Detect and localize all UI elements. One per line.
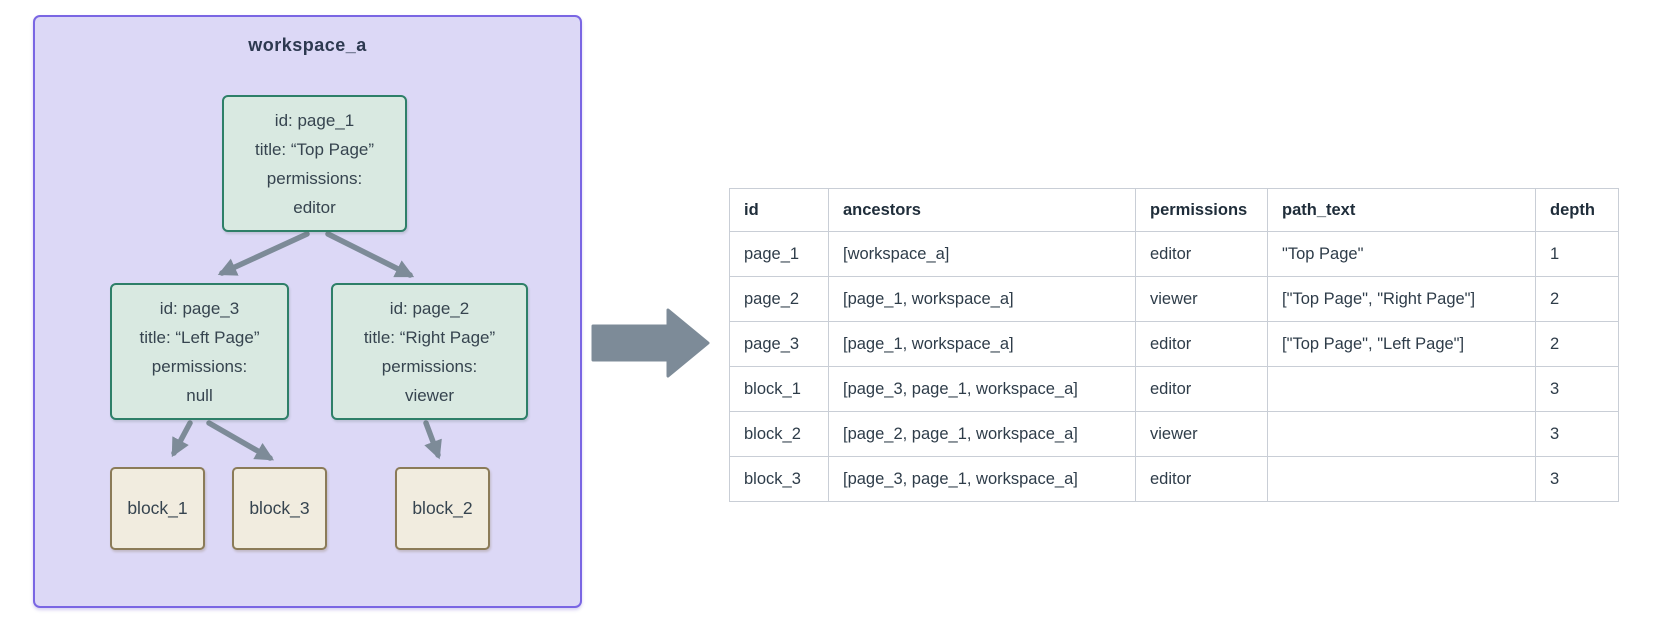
edge-page3-block3 (206, 420, 275, 461)
right-block-arrow-icon (591, 308, 710, 378)
node-block-1: block_1 (110, 467, 205, 550)
table-header-row: id ancestors permissions path_text depth (729, 188, 1619, 232)
node-line: id: page_2 (389, 298, 470, 318)
cell-permissions: editor (1135, 366, 1268, 412)
node-block-2: block_2 (395, 467, 490, 550)
cell-id: page_1 (729, 231, 829, 277)
workspace-title: workspace_a (248, 35, 367, 55)
node-label: block_2 (412, 498, 473, 518)
cell-path-text: "Top Page" (1267, 231, 1536, 277)
column-header-id: id (729, 188, 829, 232)
table-row: block_2 [page_2, page_1, workspace_a] vi… (729, 411, 1619, 457)
edge-page2-block2 (423, 420, 442, 460)
node-line: viewer (404, 385, 455, 405)
node-block-3: block_3 (232, 467, 327, 550)
cell-path-text: ["Top Page", "Left Page"] (1267, 321, 1536, 367)
edge-page1-page2 (325, 231, 415, 278)
cell-ancestors: [page_1, workspace_a] (828, 321, 1136, 367)
node-line: permissions: (381, 356, 478, 376)
cell-ancestors: [page_3, page_1, workspace_a] (828, 366, 1136, 412)
cell-ancestors: [page_1, workspace_a] (828, 276, 1136, 322)
node-page-2: id: page_2 title: “Right Page” permissio… (331, 283, 528, 420)
cell-depth: 3 (1535, 366, 1619, 412)
cell-path-text (1267, 456, 1536, 502)
cell-permissions: editor (1135, 231, 1268, 277)
node-line: title: “Top Page” (254, 139, 375, 159)
cell-id: block_2 (729, 411, 829, 457)
result-table: id ancestors permissions path_text depth… (729, 188, 1619, 502)
cell-path-text (1267, 366, 1536, 412)
cell-permissions: editor (1135, 321, 1268, 367)
cell-depth: 2 (1535, 321, 1619, 367)
node-line: title: “Left Page” (139, 327, 260, 347)
cell-id: block_3 (729, 456, 829, 502)
node-label: block_1 (127, 498, 188, 518)
node-line: null (186, 385, 213, 405)
column-header-path-text: path_text (1267, 188, 1536, 232)
edge-page1-page3 (217, 231, 310, 276)
edge-page3-block1 (171, 420, 193, 458)
cell-path-text: ["Top Page", "Right Page"] (1267, 276, 1536, 322)
table-row: page_2 [page_1, workspace_a] viewer ["To… (729, 276, 1619, 322)
cell-id: page_3 (729, 321, 829, 367)
cell-depth: 3 (1535, 411, 1619, 457)
cell-id: page_2 (729, 276, 829, 322)
node-line: editor (293, 197, 336, 217)
node-line: title: “Right Page” (363, 327, 496, 347)
node-label: block_3 (249, 498, 310, 518)
cell-ancestors: [page_3, page_1, workspace_a] (828, 456, 1136, 502)
cell-depth: 1 (1535, 231, 1619, 277)
table-row: block_1 [page_3, page_1, workspace_a] ed… (729, 366, 1619, 412)
cell-permissions: editor (1135, 456, 1268, 502)
table-row: page_1 [workspace_a] editor "Top Page" 1 (729, 231, 1619, 277)
column-header-permissions: permissions (1135, 188, 1268, 232)
node-page-3: id: page_3 title: “Left Page” permission… (110, 283, 289, 420)
column-header-ancestors: ancestors (828, 188, 1136, 232)
node-page-1: id: page_1 title: “Top Page” permissions… (222, 95, 407, 232)
column-header-depth: depth (1535, 188, 1619, 232)
workspace-panel: workspace_a id: page_1 title: “Top Page”… (33, 15, 582, 608)
cell-ancestors: [page_2, page_1, workspace_a] (828, 411, 1136, 457)
table-row: block_3 [page_3, page_1, workspace_a] ed… (729, 456, 1619, 502)
node-line: id: page_1 (274, 110, 355, 130)
cell-ancestors: [workspace_a] (828, 231, 1136, 277)
cell-depth: 2 (1535, 276, 1619, 322)
cell-id: block_1 (729, 366, 829, 412)
cell-permissions: viewer (1135, 276, 1268, 322)
node-line: permissions: (266, 168, 363, 188)
cell-path-text (1267, 411, 1536, 457)
cell-permissions: viewer (1135, 411, 1268, 457)
table-row: page_3 [page_1, workspace_a] editor ["To… (729, 321, 1619, 367)
node-line: id: page_3 (159, 298, 240, 318)
cell-depth: 3 (1535, 456, 1619, 502)
node-line: permissions: (151, 356, 248, 376)
